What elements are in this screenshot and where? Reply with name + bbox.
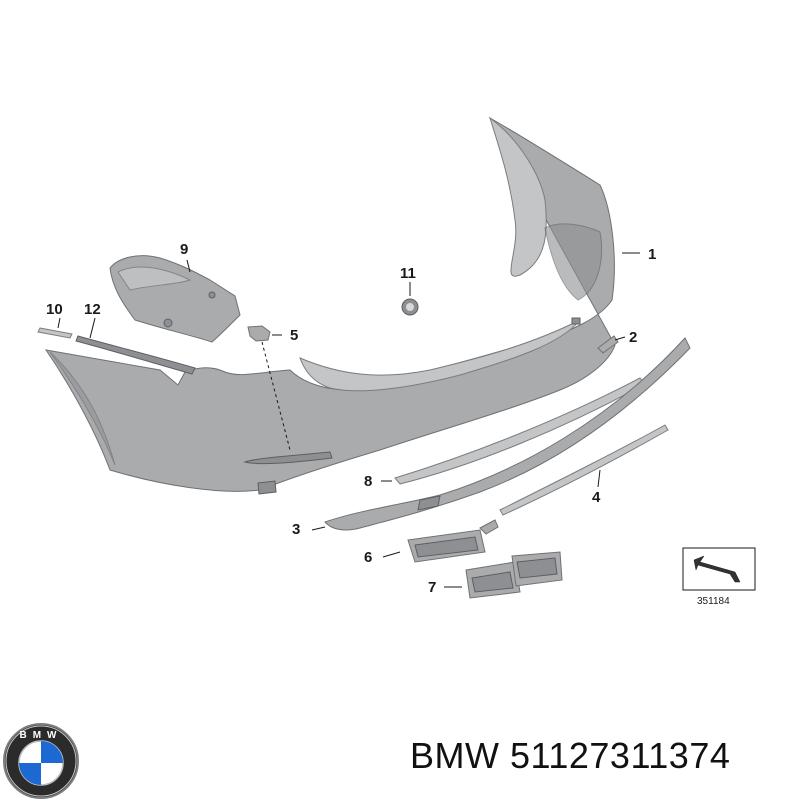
callout-3: 3 (292, 521, 300, 538)
callout-10: 10 (46, 301, 63, 318)
callout-11: 11 (400, 265, 416, 282)
bmw-roundel-icon: BMW (3, 723, 79, 799)
part-9-bracket (109, 255, 241, 343)
callout-7: 7 (428, 579, 436, 596)
rear-bumper-shell (44, 116, 616, 495)
reference-number: 351184 (697, 596, 730, 607)
leader-lines (57, 252, 640, 588)
part-11-clip (401, 298, 419, 316)
callout-8: 8 (364, 473, 372, 490)
callout-9: 9 (180, 241, 188, 258)
part-10-12-strips (37, 327, 196, 375)
part-2-trim (597, 335, 619, 354)
reference-box: 351184 (682, 547, 756, 607)
reference-arrow-icon (693, 555, 741, 583)
part-5-bracket (247, 325, 271, 342)
part-3-diffuser (324, 337, 691, 531)
callout-12: 12 (84, 301, 101, 318)
callout-5: 5 (290, 327, 298, 344)
part-number-caption: BMW 51127311374 (410, 735, 731, 776)
callout-4: 4 (592, 489, 601, 506)
callouts: 1 2 3 4 5 6 7 8 9 10 11 12 (46, 241, 656, 596)
callout-2: 2 (629, 329, 637, 346)
part-7-exhaust-tip (465, 551, 563, 599)
part-4-strip (499, 424, 669, 516)
callout-6: 6 (364, 549, 372, 566)
logo-letters: BMW (20, 730, 63, 741)
callout-1: 1 (648, 246, 656, 263)
part-6-exhaust-tip (407, 519, 499, 563)
